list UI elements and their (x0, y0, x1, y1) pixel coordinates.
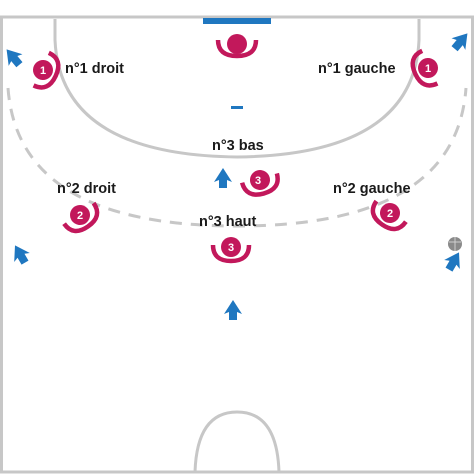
label-n2-droit: n°2 droit (57, 181, 116, 197)
defender-goalkeeper (215, 34, 259, 59)
label-n1-gauche: n°1 gauche (318, 61, 396, 77)
penalty-mark (231, 106, 243, 109)
defender-1-right (410, 48, 439, 88)
attacker-arrow-icon (444, 252, 460, 272)
attacker-arrow-icon (214, 168, 232, 188)
free-throw-line (6, 87, 468, 228)
handball-icon (448, 237, 462, 251)
defender-2-left (62, 201, 100, 234)
attacker-arrow-icon (224, 300, 242, 320)
label-n3-bas: n°3 bas (212, 138, 264, 154)
attacker-arrow-icon (451, 33, 468, 52)
goal (203, 18, 271, 24)
goal-area-line (53, 19, 421, 159)
label-n1-droit: n°1 droit (65, 61, 124, 77)
defender-1-left-number: 1 (40, 65, 46, 77)
defender-2-left-number: 2 (77, 210, 83, 222)
label-n3-haut: n°3 haut (199, 214, 257, 230)
defender-1-right-number: 1 (425, 63, 431, 75)
label-n2-gauche: n°2 gauche (333, 181, 411, 197)
court-boundary (0, 15, 474, 474)
defender-3-haut-number: 3 (228, 242, 234, 254)
attacker-arrow-icon (14, 245, 30, 265)
defender-3-haut (210, 237, 252, 264)
defender-3-bas-number: 3 (255, 175, 261, 187)
center-circle (193, 410, 281, 473)
defender-1-left (32, 50, 61, 90)
defender-2-right (370, 199, 408, 232)
defender-2-right-number: 2 (387, 208, 393, 220)
attacker-arrow-icon (6, 49, 23, 68)
defender-3-bas (239, 170, 280, 197)
